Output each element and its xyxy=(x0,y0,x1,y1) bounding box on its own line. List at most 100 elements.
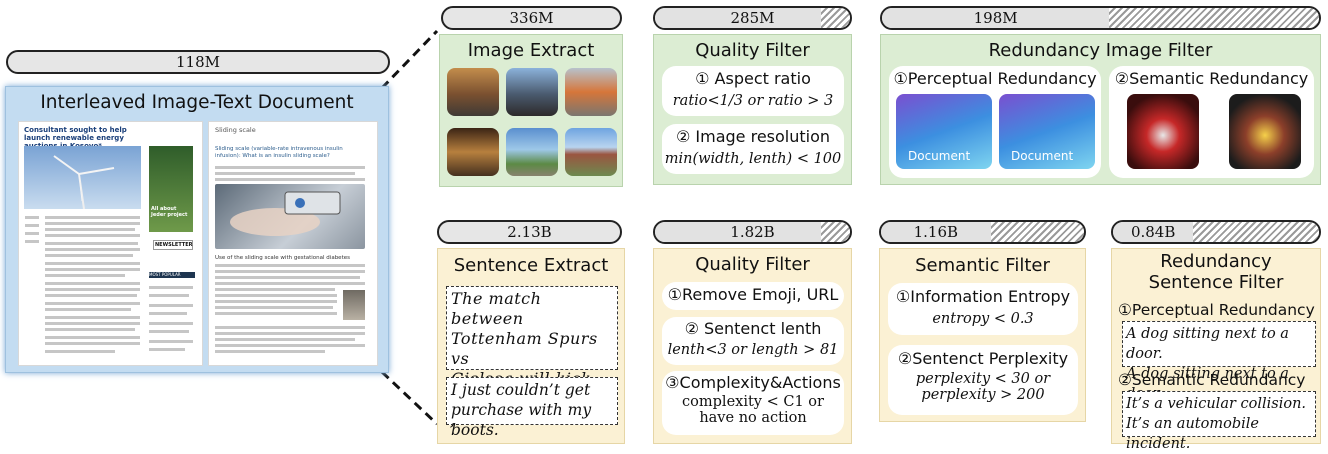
panel-title: Redundancy Sentence Filter xyxy=(1112,251,1320,293)
doc-right-small-image xyxy=(343,290,365,320)
document-image-b: Document xyxy=(999,94,1095,169)
rule-condition: perplexity > 200 xyxy=(921,387,1045,403)
text-quality-filter-panel: Quality Filter ①Remove Emoji, URL ② Sent… xyxy=(653,248,852,444)
perceptual-pair-box: A dog sitting next to a door. A dog sitt… xyxy=(1122,321,1316,402)
rule-title: ① Aspect ratio xyxy=(695,69,811,88)
thumb-crowd xyxy=(506,68,558,116)
doc-word: Document xyxy=(1011,149,1074,163)
semantic-redundancy-card: ②Semantic Redundancy xyxy=(1109,66,1314,178)
count-bar-source: 118M xyxy=(6,50,390,74)
bar-fill xyxy=(881,222,991,242)
count-label: 1.16B xyxy=(913,223,959,241)
pair-line: It’s an automobile incident. xyxy=(1126,416,1259,452)
document-page-right: Sliding scale Sliding scale (variable-ra… xyxy=(208,121,378,366)
redundancy-sentence-filter-panel: Redundancy Sentence Filter ①Perceptual R… xyxy=(1111,248,1321,452)
rule-condition: ratio<1/3 or ratio > 3 xyxy=(672,93,834,109)
count-label: 2.13B xyxy=(507,223,552,241)
helmet-image-a xyxy=(1127,94,1199,169)
bar-hatch xyxy=(1193,222,1319,242)
rule-condition: have no action xyxy=(699,410,807,426)
sample-line: The match between xyxy=(451,289,542,328)
wind-turbine-image xyxy=(24,146,141,210)
rule-title: ② Image resolution xyxy=(675,127,831,146)
sentence-length-card: ② Sentenct lenth lenth<3 or length > 81 xyxy=(662,317,844,365)
doc-right-heading: Sliding scale (variable-rate intravenous… xyxy=(215,146,343,159)
source-document-panel: Interleaved Image-Text Document Consulta… xyxy=(5,86,389,373)
redundancy-image-filter-panel: Redundancy Image Filter ①Perceptual Redu… xyxy=(880,34,1321,185)
source-title: Interleaved Image-Text Document xyxy=(40,92,354,113)
sentence-extract-panel: Sentence Extract The match between Totte… xyxy=(437,248,625,444)
sentence-perplexity-card: ②Sentenct Perplexity perplexity < 30 or … xyxy=(888,345,1078,415)
count-label: 285M xyxy=(730,9,775,27)
rule-condition: min(width, lenth) < 100 xyxy=(664,151,842,167)
pair-line: It’s a vehicular collision. xyxy=(1126,396,1307,412)
rule-title: ③Complexity&Actions xyxy=(665,373,841,392)
doc-newsletter: NEWSLETTER xyxy=(153,240,193,250)
count-label: 0.84B xyxy=(1130,223,1176,241)
document-page-left: Consultant sought to help launch renewab… xyxy=(18,121,203,366)
sample-line: purchase with my boots. xyxy=(451,401,592,439)
rule-condition: entropy < 0.3 xyxy=(932,311,1034,327)
count-bar-image-quality: 285M xyxy=(653,6,852,30)
panel-title: Quality Filter xyxy=(695,40,810,61)
rule-title: ②Sentenct Perplexity xyxy=(897,349,1069,368)
perceptual-redundancy-card: ①Perceptual Redundancy Document Document xyxy=(889,66,1101,178)
panel-title: Semantic Filter xyxy=(915,255,1050,276)
bar-fill xyxy=(655,8,821,28)
semantic-redundancy-label: ②Semantic Redundancy xyxy=(1118,371,1306,389)
doc-left-lines xyxy=(19,122,204,367)
complexity-actions-card: ③Complexity&Actions complexity < C1 or h… xyxy=(662,371,844,435)
rule-title: ①Information Entropy xyxy=(895,287,1071,306)
thumb-vehicles xyxy=(565,68,617,116)
count-label: 118M xyxy=(176,53,220,71)
count-label: 1.82B xyxy=(730,223,775,241)
card-title: ②Semantic Redundancy xyxy=(1114,69,1309,88)
rule-condition: perplexity < 30 or xyxy=(915,371,1051,387)
card-title: ①Perceptual Redundancy xyxy=(893,69,1097,88)
bar-hatch xyxy=(990,222,1084,242)
bar-fill xyxy=(1113,222,1194,242)
bar-hatch xyxy=(1109,8,1319,28)
doc-right-subheading: Use of the sliding scale with gestationa… xyxy=(215,255,350,261)
semantic-filter-panel: Semantic Filter ①Information Entropy ent… xyxy=(879,248,1086,422)
helmet-image-b xyxy=(1229,94,1301,169)
image-quality-filter-panel: Quality Filter ① Aspect ratio ratio<1/3 … xyxy=(653,34,852,185)
connector-top xyxy=(380,29,439,90)
perceptual-redundancy-label: ①Perceptual Redundancy xyxy=(1118,301,1315,319)
image-resolution-card: ② Image resolution min(width, lenth) < 1… xyxy=(662,124,844,174)
thumb-church-street xyxy=(447,68,499,116)
aspect-ratio-card: ① Aspect ratio ratio<1/3 or ratio > 3 xyxy=(662,66,844,116)
doc-ad-text: All about Jeder project xyxy=(151,206,188,218)
panel-title: Image Extract xyxy=(467,40,595,61)
count-bar-text-quality: 1.82B xyxy=(653,220,852,244)
doc-ad-image xyxy=(149,146,193,232)
pair-line: A dog sitting next to a door. xyxy=(1126,326,1289,362)
sample-line: I just couldn’t get xyxy=(451,381,591,399)
doc-word: Document xyxy=(908,149,971,163)
panel-title: Redundancy Image Filter xyxy=(988,40,1213,61)
rule-condition: lenth<3 or length > 81 xyxy=(667,342,839,358)
count-label: 198M xyxy=(973,9,1018,27)
count-bar-sentence-redundancy: 0.84B xyxy=(1111,220,1321,244)
information-entropy-card: ①Information Entropy entropy < 0.3 xyxy=(888,283,1078,335)
semantic-pair-box: It’s a vehicular collision. It’s an auto… xyxy=(1122,391,1316,452)
image-extract-panel: Image Extract xyxy=(439,34,623,187)
insulin-pump-image xyxy=(215,184,365,249)
title-line: Sentence Filter xyxy=(1148,272,1284,293)
count-bar-sentence-extract: 2.13B xyxy=(437,220,622,244)
thumb-restaurant xyxy=(447,128,499,176)
doc-popular-bar: MOST POPULAR xyxy=(149,272,195,278)
count-label: 336M xyxy=(509,9,554,27)
count-bar-image-extract: 336M xyxy=(441,6,622,30)
panel-title: Quality Filter xyxy=(695,254,810,275)
sentence-sample-2: I just couldn’t get purchase with my boo… xyxy=(446,377,618,439)
doc-right-title: Sliding scale xyxy=(215,126,256,134)
rule-title: ①Remove Emoji, URL xyxy=(667,285,839,304)
sample-line: Tottenham Spurs vs xyxy=(451,329,598,368)
remove-emoji-card: ①Remove Emoji, URL xyxy=(662,282,844,310)
bar-hatch xyxy=(820,8,850,28)
bar-hatch xyxy=(820,222,850,242)
bar-fill xyxy=(655,222,821,242)
connector-bottom xyxy=(380,370,439,426)
count-bar-image-redundancy: 198M xyxy=(880,6,1321,30)
